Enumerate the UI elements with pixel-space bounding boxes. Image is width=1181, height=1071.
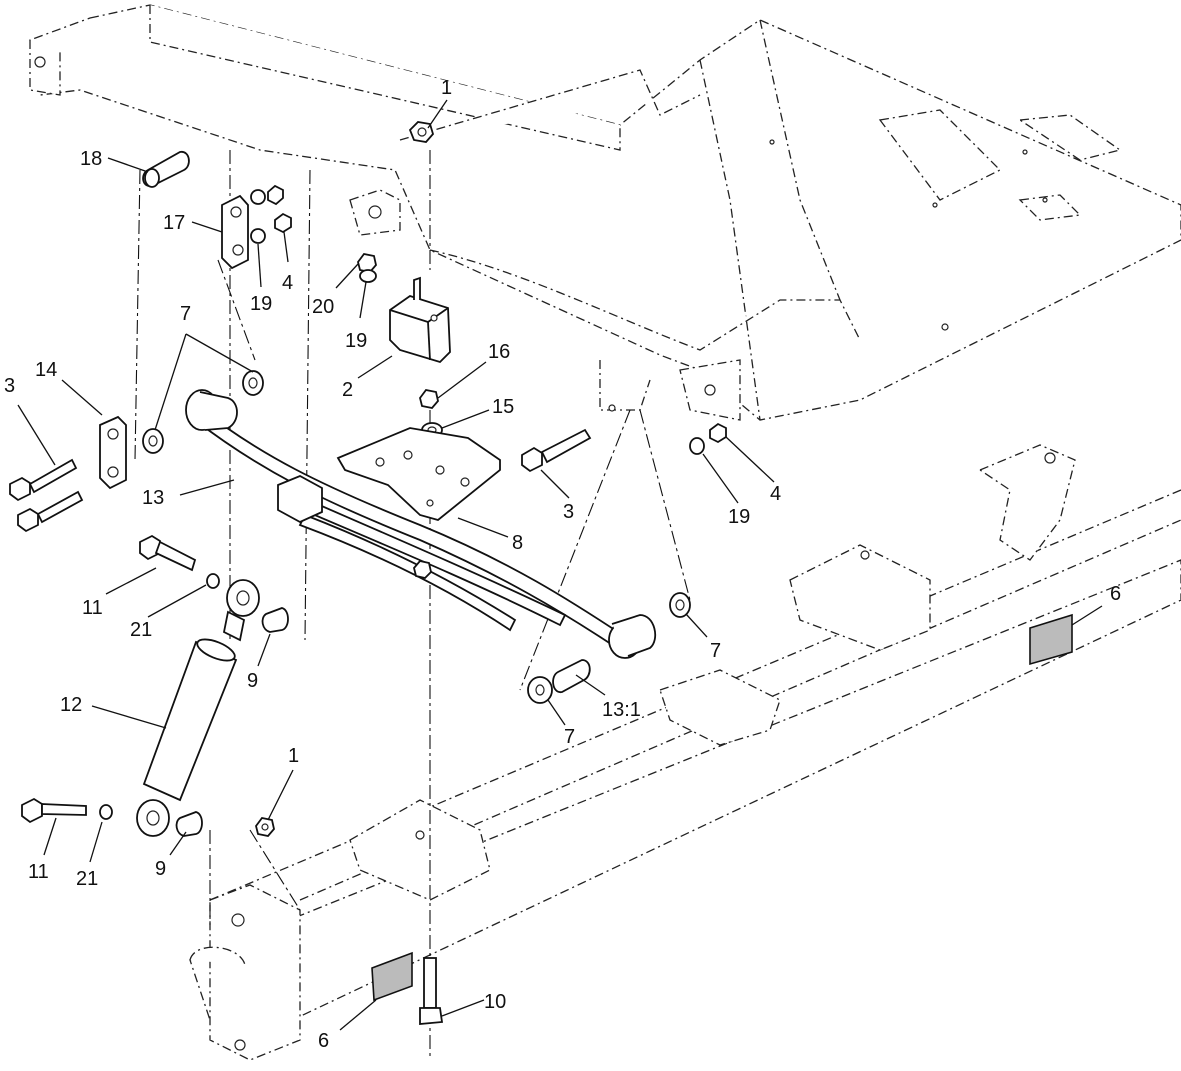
callout-3-left: 3 — [4, 375, 15, 397]
callout-19-upper: 19 — [250, 293, 272, 315]
callout-14: 14 — [35, 359, 57, 381]
callout-10: 10 — [484, 991, 506, 1013]
callout-labels: 1 18 17 4 19 20 19 2 7 16 15 3 14 13 3 4… — [4, 77, 1121, 1052]
callout-19-mount: 19 — [345, 330, 367, 352]
callout-20: 20 — [312, 296, 334, 318]
leaf-spring — [185, 389, 657, 659]
shock-bolt-lower — [21, 797, 87, 824]
callout-11-upper: 11 — [82, 597, 103, 619]
shock-bolt-upper — [139, 534, 197, 572]
callout-11-lower: 11 — [28, 861, 49, 883]
callout-12: 12 — [60, 694, 82, 716]
callout-21-upper: 21 — [130, 619, 152, 641]
washer-nut-set-right — [689, 422, 727, 455]
shackle-plate-lower — [99, 415, 127, 490]
callout-4-upper: 4 — [282, 272, 293, 294]
spring-eye-bushing — [552, 659, 591, 693]
shock-washer-lower — [99, 804, 113, 820]
callout-21-lower: 21 — [76, 868, 98, 890]
callout-16: 16 — [488, 341, 510, 363]
shock-washer-upper — [206, 573, 220, 589]
bushing-18 — [142, 151, 190, 188]
shock-spacer-lower — [175, 811, 203, 837]
nut-lower — [255, 817, 275, 837]
callout-leaders — [17, 99, 1103, 1031]
callout-1-lower: 1 — [288, 745, 299, 767]
shock-absorber — [136, 579, 260, 837]
rubber-bump-stop — [389, 276, 451, 364]
callout-1-upper: 1 — [441, 77, 452, 99]
callout-8: 8 — [512, 532, 523, 554]
shackle-plate-upper — [221, 194, 249, 270]
spring-pad — [336, 427, 501, 521]
hanger-bolt — [521, 428, 592, 473]
callout-4-right: 4 — [770, 483, 781, 505]
upper-frame — [29, 4, 1181, 421]
callout-9-lower: 9 — [155, 858, 166, 880]
callout-18: 18 — [80, 148, 102, 170]
washer-nut-set-upper — [250, 184, 292, 244]
mount-bolt — [419, 957, 444, 1025]
callout-7-lower: 7 — [564, 726, 575, 748]
callout-2: 2 — [342, 379, 353, 401]
callout-7-right: 7 — [710, 640, 721, 662]
callout-6-lower: 6 — [318, 1030, 329, 1052]
callout-7-upper: 7 — [180, 303, 191, 325]
shackle-bolts — [9, 458, 84, 533]
nut-upper — [408, 121, 435, 143]
callout-17: 17 — [163, 212, 185, 234]
callout-3-right: 3 — [563, 501, 574, 523]
callout-13-1: 13:1 — [602, 699, 641, 721]
decal-plates — [371, 613, 1073, 1002]
callout-19-right: 19 — [728, 506, 750, 528]
callout-9-upper: 9 — [247, 670, 258, 692]
callout-13: 13 — [142, 487, 164, 509]
spring-eye-washers — [142, 370, 691, 704]
nut-washer-mount — [357, 253, 377, 283]
shock-spacer-upper — [261, 607, 289, 633]
callout-6-right: 6 — [1110, 583, 1121, 605]
callout-15: 15 — [492, 396, 514, 418]
lower-frame — [189, 444, 1181, 1061]
